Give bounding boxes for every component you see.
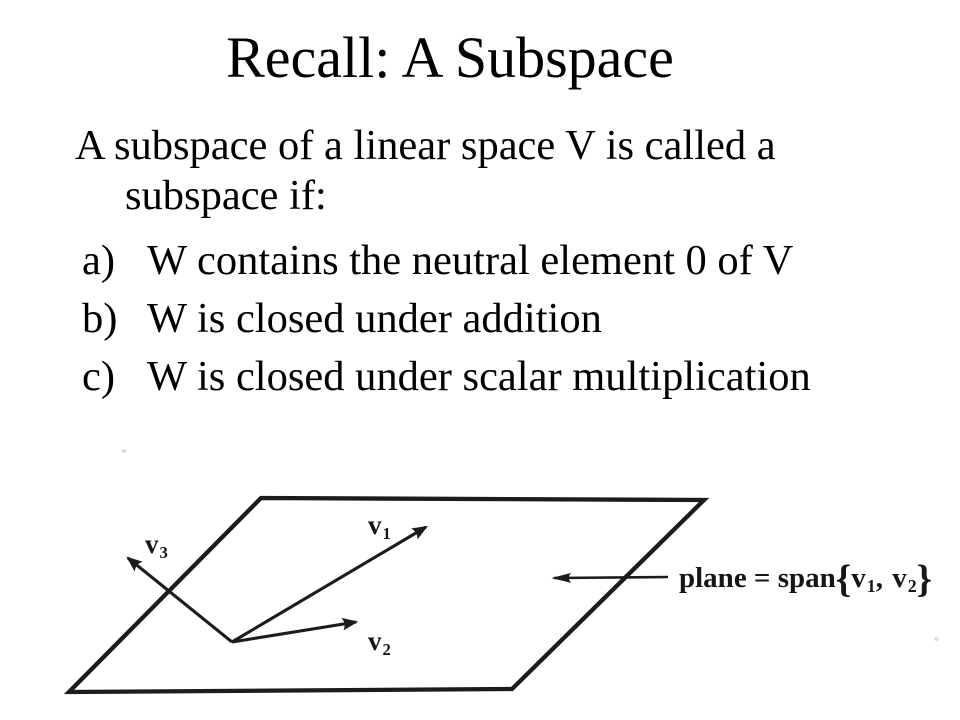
plane-callout-arrow [551, 572, 669, 583]
subspace-conditions-list: a) W contains the neutral element 0 of V… [0, 236, 920, 410]
v3-subscript: 3 [159, 543, 168, 563]
list-marker-b: b) [82, 295, 118, 342]
plane-label-prefix: plane = span [679, 562, 836, 594]
v1-base: v [368, 510, 382, 540]
plane-parallelogram [63, 495, 710, 695]
list-item-c: c) W is closed under scalar multiplicati… [0, 352, 920, 402]
v2-base: v [368, 626, 382, 656]
list-text-c: W is closed under scalar multiplication [147, 353, 811, 400]
scan-artifact-speck [934, 637, 939, 641]
vector-v2-label: v2 [368, 626, 391, 658]
list-item-b: b) W is closed under addition [0, 294, 920, 344]
close-brace: } [916, 557, 933, 601]
vector-v1-arrow [231, 525, 428, 644]
plane-span-label: plane = span{v1, v2} [679, 560, 932, 599]
list-marker-a: a) [82, 237, 116, 284]
vector-v3-arrow [126, 556, 233, 644]
label-separator: , [875, 562, 891, 594]
list-marker-c: c) [82, 353, 116, 400]
slide-title: Recall: A Subspace [226, 25, 674, 90]
v1-subscript: 1 [382, 524, 391, 544]
scan-artifact-speck [121, 449, 127, 453]
intro-line-1: A subspace of a linear space V is called… [75, 122, 776, 169]
list-text-a: W contains the neutral element 0 of V [147, 237, 794, 284]
v2-subscript: 2 [382, 640, 391, 660]
open-brace: { [835, 557, 852, 601]
list-item-a: a) W contains the neutral element 0 of V [0, 236, 920, 286]
intro-paragraph: A subspace of a linear space V is called… [75, 121, 875, 221]
plane-v1-subscript: 1 [866, 576, 876, 597]
plane-v2-subscript: 2 [907, 576, 917, 597]
vector-v3-label: v3 [145, 529, 168, 561]
plane-v1-base: v [851, 562, 866, 594]
vector-v1-label: v1 [368, 510, 391, 542]
vector-v2-arrow [231, 617, 359, 644]
plane-v2-base: v [892, 562, 907, 594]
v3-base: v [145, 529, 159, 559]
list-text-b: W is closed under addition [147, 295, 602, 342]
intro-line-2: subspace if: [125, 172, 327, 219]
